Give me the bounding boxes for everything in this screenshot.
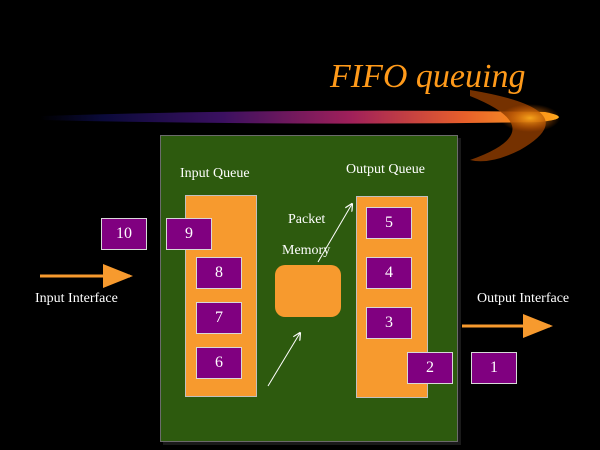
output-interface-label: Output Interface	[477, 291, 570, 306]
packet-memory-label-packet: Packet	[288, 212, 326, 227]
packet-8: 8	[196, 257, 242, 289]
packet-memory-block	[275, 265, 341, 317]
packet-9: 9	[166, 218, 212, 250]
packet-7: 7	[196, 302, 242, 334]
input-queue-label: Input Queue	[180, 166, 250, 181]
packet-5: 5	[366, 207, 412, 239]
packet-1: 1	[471, 352, 517, 384]
page-title: FIFO queuing	[330, 58, 526, 95]
input-interface-label: Input Interface	[35, 291, 118, 306]
packet-4: 4	[366, 257, 412, 289]
packet-memory-label-memory: Memory	[282, 243, 331, 258]
packet-3: 3	[366, 307, 412, 339]
output-queue-label: Output Queue	[346, 162, 425, 177]
packet-10: 10	[101, 218, 147, 250]
packet-2: 2	[407, 352, 453, 384]
packet-6: 6	[196, 347, 242, 379]
